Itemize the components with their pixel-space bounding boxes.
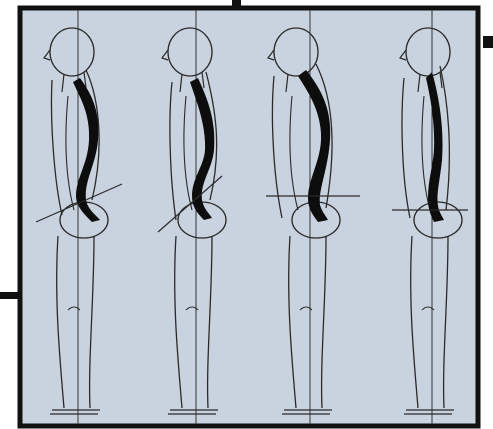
posture-diagram [0,0,493,429]
